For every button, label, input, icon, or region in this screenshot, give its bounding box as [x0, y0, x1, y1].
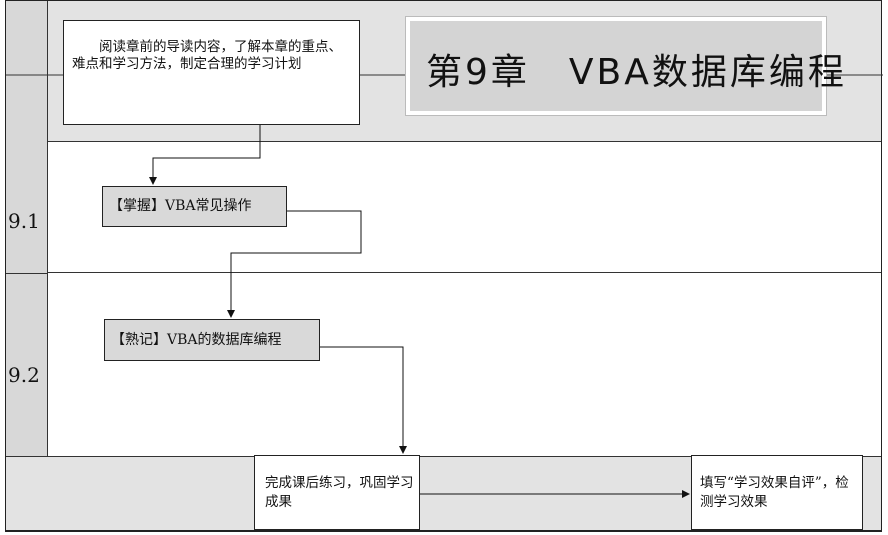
connector-lines: [6, 74, 883, 498]
arrow-task2-to-finish: [320, 346, 407, 454]
header-side-column: [6, 1, 48, 142]
section-number-9-1: 9.1: [8, 209, 40, 233]
flowchart-frame: 9.1 9.2 阅读章前的导读内容，了解本章的重点、难点和学习方法，制定合理的学…: [5, 0, 883, 532]
arrow-task1-to-task2: [227, 210, 362, 318]
task-box-9-1: 【掌握】VBA常见操作: [102, 186, 287, 227]
chapter-title: 第9章 VBA数据库编程: [426, 52, 847, 93]
section-9-2-band: [6, 273, 881, 456]
section-9-2-side-column: [6, 273, 48, 456]
self-evaluation-box: 填写“学习效果自评”，检测学习效果: [691, 455, 863, 530]
task-box-9-2: 【熟记】VBA的数据库编程: [104, 319, 320, 361]
chapter-title-box: 第9章 VBA数据库编程: [405, 16, 844, 116]
section-9-1-side-column: [6, 142, 48, 273]
arrow-intro-to-task1: [149, 125, 261, 185]
finish-exercises-box: 完成课后练习，巩固学习成果: [254, 455, 420, 530]
intro-guide-box: 阅读章前的导读内容，了解本章的重点、难点和学习方法，制定合理的学习计划: [63, 20, 360, 125]
section-number-9-2: 9.2: [8, 363, 40, 387]
